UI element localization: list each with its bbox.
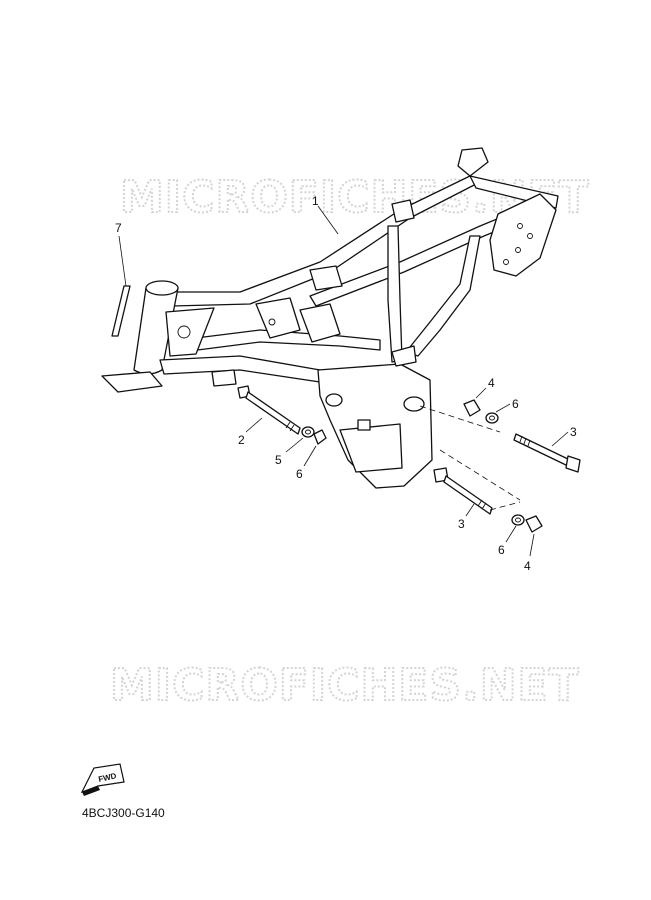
callout-6-front: 6 xyxy=(296,467,303,481)
diagram-code: 4BCJ300-G140 xyxy=(82,806,165,820)
bolt-2 xyxy=(237,385,301,435)
callout-6-lower: 6 xyxy=(498,543,505,557)
fwd-arrow-icon: FWD xyxy=(80,763,125,796)
part-7-strip xyxy=(111,285,131,337)
frame-body xyxy=(101,147,559,489)
washer-6-lower xyxy=(511,514,525,526)
washer-6-upper xyxy=(485,412,499,424)
callout-6-upper: 6 xyxy=(512,397,519,411)
fwd-label: FWD xyxy=(98,771,118,784)
bolt-3-upper xyxy=(513,433,581,473)
watermark-bottom: MICROFICHES.NET xyxy=(110,660,580,711)
callout-2: 2 xyxy=(238,433,245,447)
callout-4-upper: 4 xyxy=(488,376,495,390)
bolt-3-lower xyxy=(433,467,493,515)
nut-4-lower xyxy=(525,515,543,533)
callout-3-lower: 3 xyxy=(458,517,465,531)
callout-3-upper: 3 xyxy=(570,425,577,439)
nut-6-front xyxy=(313,429,327,445)
callout-4-lower: 4 xyxy=(524,559,531,573)
callout-7: 7 xyxy=(115,221,122,235)
callout-5: 5 xyxy=(275,453,282,467)
nut-4-upper xyxy=(463,399,481,417)
washer-5 xyxy=(301,426,315,438)
callout-1: 1 xyxy=(312,194,319,208)
